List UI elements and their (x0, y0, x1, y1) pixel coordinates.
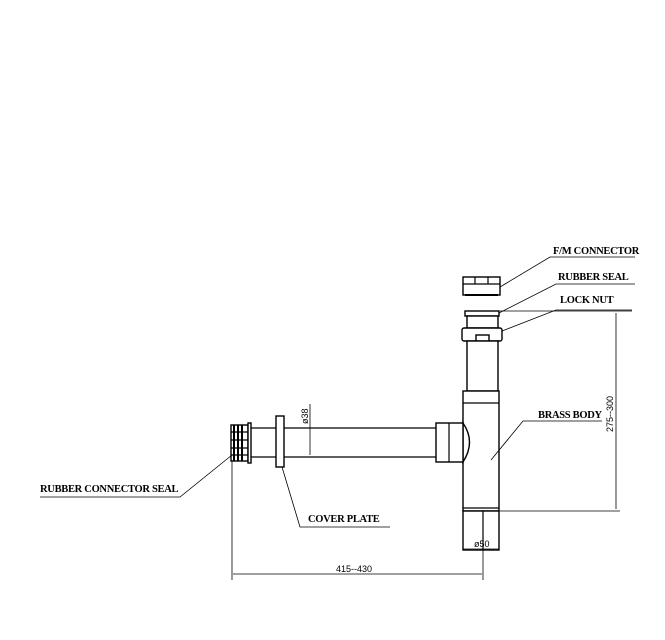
label-rubber-connector-seal: RUBBER CONNECTOR SEAL (40, 484, 179, 495)
cover-plate (275, 415, 285, 468)
rubber-seal (464, 310, 500, 317)
upper-pipe (466, 340, 499, 392)
threaded-connector (230, 422, 252, 464)
lock-nut (461, 315, 503, 342)
side-cap (435, 420, 471, 465)
label-lock-nut: LOCK NUT (560, 295, 614, 306)
brass-body (462, 390, 500, 551)
dim-pipe-diameter: ø38 (300, 408, 310, 424)
dim-outlet-diameter: ø50 (474, 539, 490, 549)
fm-connector (462, 276, 501, 296)
dim-length-range: 415--430 (336, 564, 372, 574)
dim-height-range: 275--300 (605, 396, 615, 432)
label-brass-body: BRASS BODY (538, 410, 603, 421)
label-rubber-seal: RUBBER SEAL (558, 272, 629, 283)
leader-lines (40, 256, 635, 528)
dimension-lines (231, 310, 632, 580)
label-cover-plate: COVER PLATE (308, 514, 380, 525)
label-fm-connector: F/M CONNECTOR (553, 246, 640, 257)
